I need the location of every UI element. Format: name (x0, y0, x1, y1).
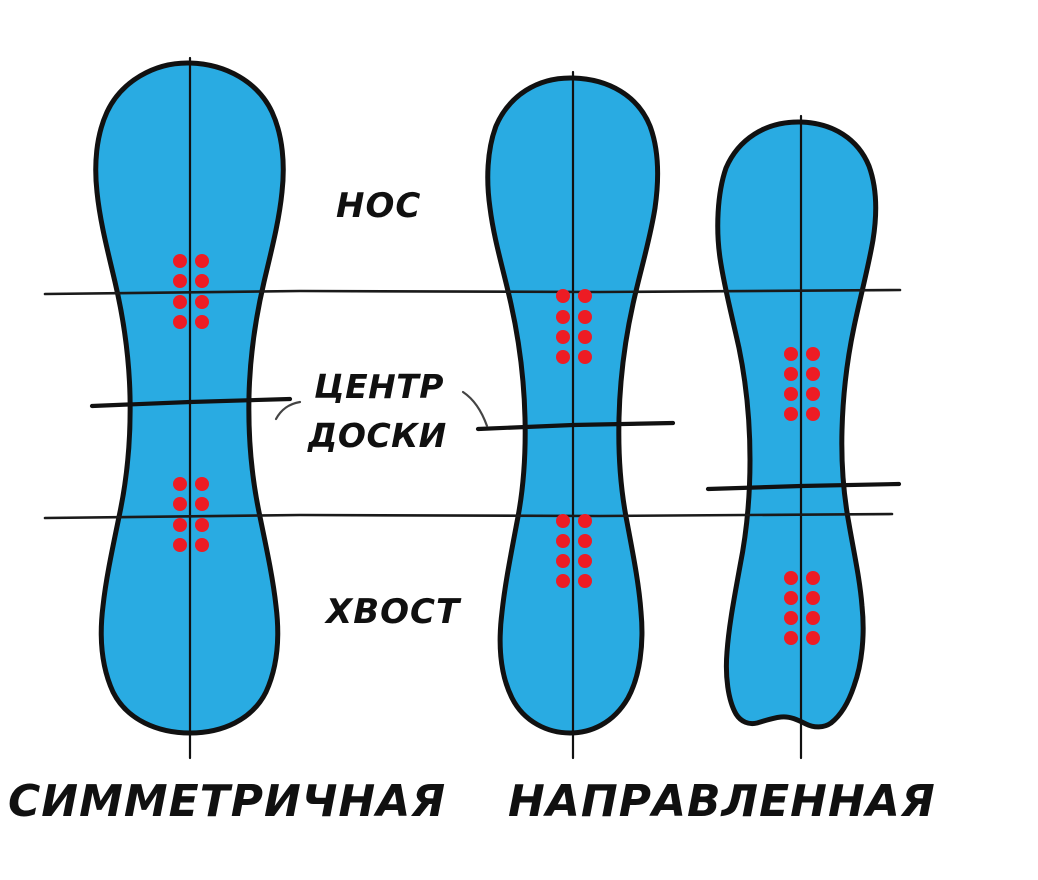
board-2-tail-inserts[interactable] (556, 514, 592, 588)
center-label-leader-right (461, 390, 489, 428)
board-3-tail-inserts[interactable] (784, 571, 820, 645)
board-3-directional-narrow[interactable] (715, 114, 879, 760)
board-2-nose-inserts[interactable] (556, 289, 592, 364)
board-3-nose-inserts[interactable] (784, 347, 820, 421)
board-2-directional-wide[interactable] (485, 70, 661, 760)
tail-stance-reference-line (43, 512, 894, 520)
center-label-leader-left (274, 400, 302, 421)
board-2-center-mark (475, 420, 676, 432)
board-1-nose-inserts[interactable] (173, 254, 209, 329)
board-3-center-mark (705, 481, 902, 492)
center-label-line-1: ЦЕНТР (314, 367, 444, 406)
tail-label: ХВОСТ (324, 592, 462, 632)
board-3-outline (715, 119, 879, 730)
board-1-center-mark (89, 396, 293, 409)
nose-stance-reference-line (43, 288, 902, 296)
symmetric-type-label: СИММЕТРИЧНАЯ (8, 776, 446, 827)
board-1-symmetric[interactable] (93, 56, 286, 760)
directional-type-label: НАПРАВЛЕННАЯ (508, 776, 936, 827)
nose-label: НОС (336, 186, 421, 226)
center-label-line-2: ДОСКИ (307, 416, 447, 455)
board-1-tail-inserts[interactable] (173, 477, 209, 552)
